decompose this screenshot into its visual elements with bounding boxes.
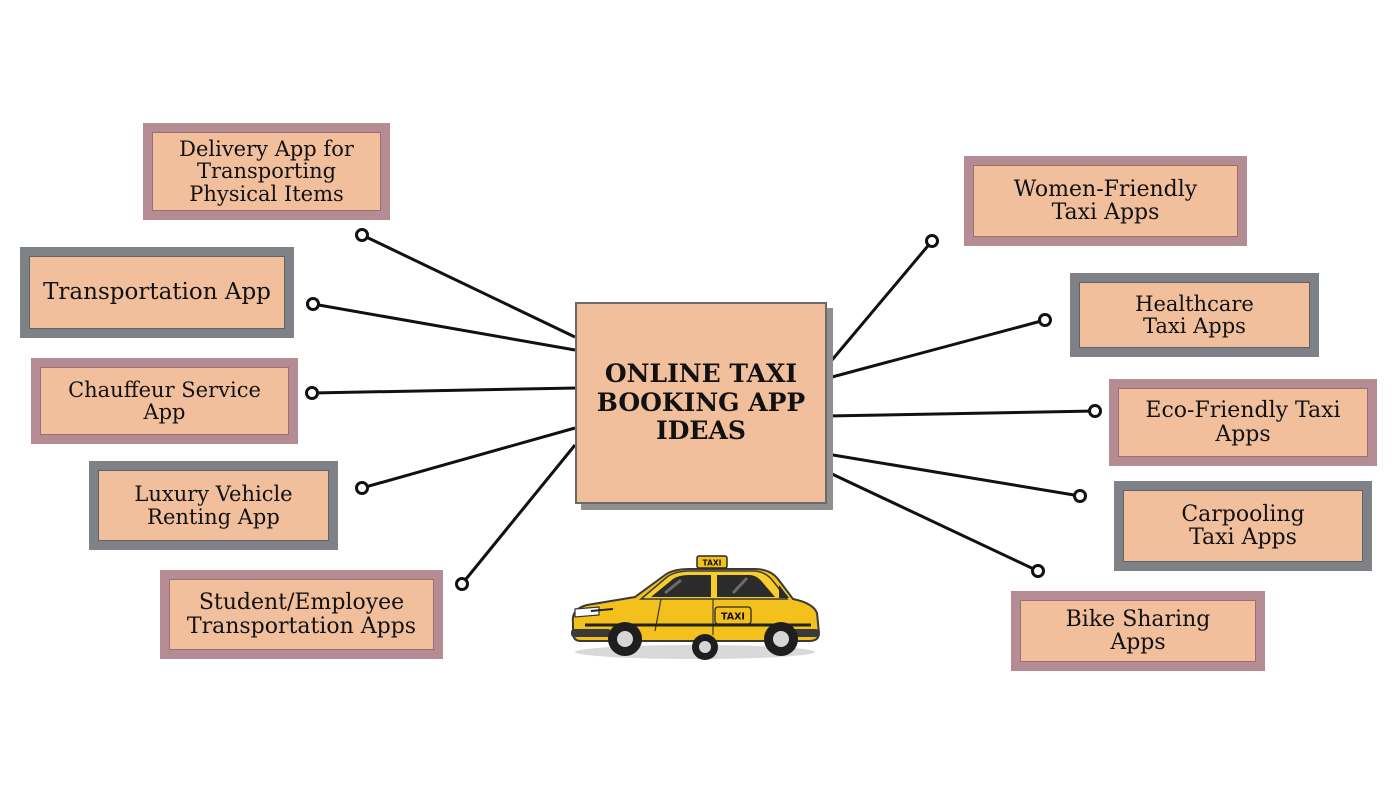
connector-dot <box>925 234 939 248</box>
idea-label: Transportation App <box>43 279 271 306</box>
taxi-roof-sign: TAXI <box>703 559 722 568</box>
idea-box-chauffeur: Chauffeur Service App <box>31 358 298 444</box>
connector-chauffeur <box>311 386 578 395</box>
idea-box-student: Student/Employee Transportation Apps <box>160 570 443 659</box>
connector-delivery <box>361 233 576 339</box>
connector-dot <box>305 386 319 400</box>
connector-student <box>460 444 577 585</box>
connector-bike <box>831 472 1039 573</box>
connector-luxury <box>361 426 576 490</box>
connector-dot <box>1038 313 1052 327</box>
idea-label: Delivery App for Transporting Physical I… <box>179 137 354 206</box>
idea-box-luxury: Luxury Vehicle Renting App <box>89 461 338 550</box>
idea-label: Luxury Vehicle Renting App <box>134 482 293 529</box>
idea-box-transportation: Transportation App <box>20 247 294 338</box>
connector-dot <box>1031 564 1045 578</box>
idea-label: Healthcare Taxi Apps <box>1135 291 1254 338</box>
idea-box-eco: Eco-Friendly Taxi Apps <box>1109 379 1377 466</box>
taxi-icon: TAXI TAXI <box>571 555 821 660</box>
idea-label: Bike Sharing Apps <box>1065 606 1211 655</box>
idea-box-bike: Bike Sharing Apps <box>1011 591 1265 671</box>
central-topic-title: ONLINE TAXI BOOKING APP IDEAS <box>596 358 806 446</box>
idea-label: Carpooling Taxi Apps <box>1181 501 1305 550</box>
connector-carpooling <box>826 452 1081 498</box>
connector-dot <box>306 297 320 311</box>
connector-transportation <box>312 302 576 352</box>
central-topic-box: ONLINE TAXI BOOKING APP IDEAS <box>575 302 827 504</box>
idea-box-delivery: Delivery App for Transporting Physical I… <box>143 123 390 220</box>
connector-women <box>830 240 934 361</box>
idea-label: Eco-Friendly Taxi Apps <box>1145 398 1341 447</box>
idea-box-women: Women-Friendly Taxi Apps <box>964 156 1247 246</box>
idea-box-healthcare: Healthcare Taxi Apps <box>1070 273 1319 357</box>
idea-label: Chauffeur Service App <box>68 377 261 424</box>
idea-label: Student/Employee Transportation Apps <box>186 590 417 639</box>
connector-dot <box>1088 404 1102 418</box>
connector-dot <box>455 577 469 591</box>
connector-eco <box>826 409 1096 418</box>
idea-box-carpooling: Carpooling Taxi Apps <box>1114 481 1372 571</box>
connector-dot <box>355 481 369 495</box>
connector-dot <box>1073 489 1087 503</box>
idea-label: Women-Friendly Taxi Apps <box>1013 176 1198 225</box>
taxi-door-sign: TAXI <box>721 612 745 623</box>
connector-healthcare <box>831 318 1046 379</box>
connector-dot <box>355 228 369 242</box>
